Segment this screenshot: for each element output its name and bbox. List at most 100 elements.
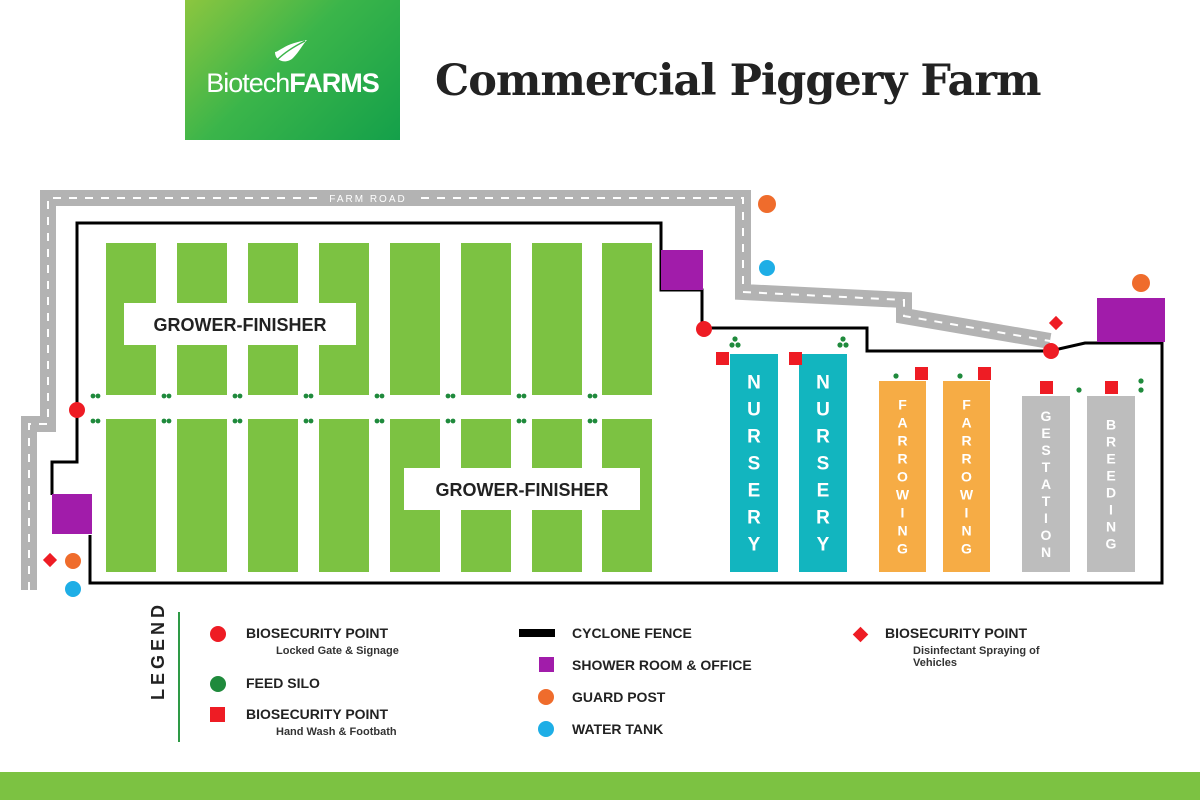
logo-wordmark: BiotechFARMS xyxy=(185,68,400,99)
legend-label: BIOSECURITY POINT xyxy=(246,706,389,722)
feed-silo xyxy=(379,393,385,399)
building-label-letter: A xyxy=(961,414,971,430)
grower-pen xyxy=(319,419,369,572)
grower-pen xyxy=(248,419,298,572)
feed-silo xyxy=(837,342,843,348)
feed-silo xyxy=(732,336,738,342)
red-circle-icon xyxy=(210,626,226,642)
building-label-letter: R xyxy=(961,432,971,448)
feed-silo xyxy=(308,418,314,424)
legend-label: SHOWER ROOM & OFFICE xyxy=(572,657,752,673)
building-gestation xyxy=(1022,396,1070,572)
building-label-letter: I xyxy=(1044,510,1048,526)
blue-circle-icon xyxy=(538,721,554,737)
building-label-letter: N xyxy=(816,373,830,394)
logo-text-b: FARMS xyxy=(289,68,379,98)
feed-silo xyxy=(308,393,314,399)
feed-silo xyxy=(374,393,380,399)
feed-silo xyxy=(90,393,96,399)
handwash-footbath xyxy=(789,352,802,365)
feed-silo xyxy=(166,393,172,399)
building-label-letter: W xyxy=(896,486,910,502)
building-label-letter: N xyxy=(1106,518,1116,534)
building-label-letter: R xyxy=(1106,433,1116,449)
building-label-letter: N xyxy=(1041,544,1051,560)
feed-silo xyxy=(237,418,243,424)
feed-silo xyxy=(90,418,96,424)
handwash-footbath xyxy=(1105,381,1118,394)
feed-silo xyxy=(1138,378,1144,384)
grower-finisher-label-1-text: GROWER-FINISHER xyxy=(154,315,327,335)
feed-silo xyxy=(516,418,522,424)
building-label-letter: D xyxy=(1106,484,1116,500)
orange-circle-icon xyxy=(538,689,554,705)
handwash-footbath xyxy=(915,367,928,380)
building-label-letter: B xyxy=(1106,416,1116,432)
building-label-letter: F xyxy=(898,396,907,412)
disinfectant-point xyxy=(42,552,58,568)
building-label-letter: A xyxy=(1041,476,1051,492)
building-label-letter: F xyxy=(962,396,971,412)
building-label-letter: N xyxy=(747,373,761,394)
building-nursery xyxy=(730,354,778,572)
building-label-letter: R xyxy=(747,508,761,529)
building-label-letter: S xyxy=(1041,442,1050,458)
handwash-footbath xyxy=(1040,381,1053,394)
feed-silo xyxy=(521,418,527,424)
legend-label: FEED SILO xyxy=(246,675,320,691)
building-label-letter: N xyxy=(961,522,971,538)
legend-label: BIOSECURITY POINT xyxy=(885,625,1028,641)
building-label-letter: R xyxy=(747,427,761,448)
leaf-icon xyxy=(275,40,307,62)
biotech-farms-logo: BiotechFARMS xyxy=(185,0,400,140)
legend-sub: Locked Gate & Signage xyxy=(276,645,399,657)
building-label-letter: E xyxy=(748,481,761,502)
farm-road: FARM ROAD xyxy=(21,190,1052,590)
feed-silo xyxy=(232,393,238,399)
legend-item-gate: BIOSECURITY POINT Locked Gate & Signage xyxy=(246,625,399,657)
feed-silo xyxy=(521,393,527,399)
grower-finisher-label-2-text: GROWER-FINISHER xyxy=(436,480,609,500)
grower-pen xyxy=(602,243,652,395)
feed-silo xyxy=(450,418,456,424)
grower-pen xyxy=(390,243,440,395)
legend-label: WATER TANK xyxy=(572,721,664,737)
handwash-footbath xyxy=(716,352,729,365)
building-label-letter: T xyxy=(1042,459,1051,475)
building-label-letter: O xyxy=(1041,527,1052,543)
legend-title: LEGEND xyxy=(148,600,168,700)
building-label-letter: I xyxy=(965,504,969,520)
building-label-letter: Y xyxy=(748,535,761,556)
feed-silo xyxy=(729,342,735,348)
feed-silo xyxy=(232,418,238,424)
feed-silo xyxy=(95,393,101,399)
road-label-bg xyxy=(320,192,418,204)
building-label-letter: A xyxy=(897,414,907,430)
feed-silo xyxy=(587,418,593,424)
building-breeding xyxy=(1087,396,1135,572)
building-farrowing xyxy=(943,381,990,572)
building-label-letter: S xyxy=(817,454,830,475)
legend-sub: Disinfectant Spraying of xyxy=(913,645,1040,657)
feed-silo xyxy=(95,418,101,424)
building-label-letter: R xyxy=(816,508,830,529)
legend-item-handwash: BIOSECURITY POINT Hand Wash & Footbath xyxy=(246,706,397,738)
shower-room-office xyxy=(1097,298,1165,342)
feed-silo xyxy=(161,418,167,424)
building-label-letter: G xyxy=(897,540,908,556)
facility-buildings: NURSERYNURSERYFARROWINGFARROWINGGESTATIO… xyxy=(716,336,1144,572)
legend-label: BIOSECURITY POINT xyxy=(246,625,389,641)
feed-silo xyxy=(592,393,598,399)
grower-pen xyxy=(532,243,582,395)
building-label-letter: R xyxy=(961,450,971,466)
building-label-letter: R xyxy=(897,432,907,448)
guard-post xyxy=(65,553,81,569)
legend-item-fence: CYCLONE FENCE xyxy=(572,625,692,641)
cyclone-fence xyxy=(50,221,1164,585)
shower-room-office xyxy=(52,494,92,534)
building-label-letter: R xyxy=(816,427,830,448)
legend-sub-2: Vehicles xyxy=(913,657,958,669)
farm-road-label: FARM ROAD xyxy=(329,194,406,205)
building-nursery xyxy=(799,354,847,572)
